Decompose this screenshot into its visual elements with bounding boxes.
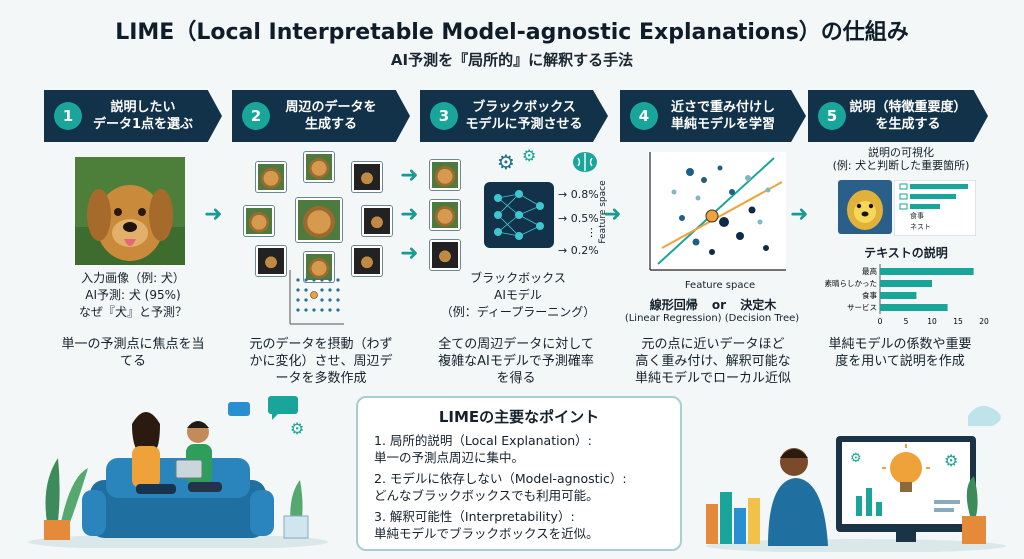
x-tick-label: 10 xyxy=(927,317,937,326)
flow-arrow-icon: ➜ xyxy=(400,241,419,266)
model-english-names: (Linear Regression) (Decision Tree) xyxy=(624,313,800,324)
people-on-couch-illustration: ⚙ xyxy=(28,396,328,548)
sample-scatter-icon xyxy=(289,270,344,325)
feature-importance-bar xyxy=(880,268,974,275)
step-3-number: 3 xyxy=(430,102,458,130)
step-4-banner: 4 近さで重み付けし 単純モデルを学習 xyxy=(620,90,806,142)
key-point-item: 1. 局所的説明（Local Explanation）: 単一の予測点周辺に集中… xyxy=(374,433,592,465)
sample-thumbnail xyxy=(304,152,334,182)
step-2-banner: 2 周辺のデータを 生成する xyxy=(232,90,410,142)
step-4-description: 元の点に近いデータほど 高く重み付け、解釈可能な 単純モデルでローカル近似 xyxy=(634,337,791,386)
highlighted-dog-image xyxy=(838,180,892,234)
key-point-item: 3. 解釈可能性（Interpretability）: 単純モデルでブラックボッ… xyxy=(374,509,599,541)
model-linear: 線形回帰 xyxy=(649,298,698,312)
feature-importance-bar xyxy=(880,280,932,287)
x-tick-label: 5 xyxy=(904,317,909,326)
x-tick-label: 15 xyxy=(953,317,963,326)
step-2-label: 周辺のデータを 生成する xyxy=(285,100,377,132)
key-points-title: LIMEの主要なポイント xyxy=(438,408,600,426)
feature-importance-bar xyxy=(880,292,917,299)
feature-highlight-panel xyxy=(894,180,976,236)
bar-category-label: 最高 xyxy=(862,266,877,276)
simple-model-options: 線形回帰 or 決定木 xyxy=(620,296,806,313)
viz-item-label: 食事 xyxy=(910,212,924,220)
step-3-description: 全ての周辺データに対して 複雑なAIモデルで予測確率 を得る xyxy=(438,337,594,386)
model-or: or xyxy=(711,298,727,312)
key-points-box: LIMEの主要なポイント 1. 局所的説明（Local Explanation）… xyxy=(356,396,682,551)
model-tree: 決定木 xyxy=(740,298,777,312)
step-3-label: ブラックボックス モデルに予測させる xyxy=(465,100,583,132)
svg-text:⚙: ⚙ xyxy=(290,419,304,438)
probability-output: → 0.8% xyxy=(558,188,599,201)
flow-arrow-icon: ➜ xyxy=(400,202,419,227)
flow-arrow-icon: ➜ xyxy=(400,163,419,188)
flow-arrow-icon: ➜ xyxy=(790,202,809,227)
step-1-description: 単一の予測点に焦点を当 てる xyxy=(61,337,205,369)
sample-thumbnail xyxy=(256,246,286,276)
viz-item-label: ネスト xyxy=(910,223,931,231)
step-1-banner: 1 説明したい データ1点を選ぶ xyxy=(44,90,222,142)
x-tick-label: 0 xyxy=(878,317,883,326)
bar-category-label: 素晴らしかった xyxy=(825,278,878,288)
step-3-banner: 3 ブラックボックス モデルに予測させる xyxy=(420,90,608,142)
sample-thumbnail xyxy=(430,160,460,190)
feature-importance-bar xyxy=(880,304,948,311)
x-tick-label: 20 xyxy=(979,317,989,326)
sample-thumbnail xyxy=(362,206,392,236)
gear-icon: ⚙ xyxy=(497,150,515,174)
page-subtitle: AI予測を『局所的』に解釈する手法 xyxy=(390,51,634,69)
step-2-number: 2 xyxy=(242,102,270,130)
probability-output: → 0.2% xyxy=(558,244,599,257)
step-4-label: 近さで重み付けし 単純モデルを学習 xyxy=(670,100,775,132)
step-2-description: 元のデータを摂動（わず かに変化）させ、周辺デ ータを多数作成 xyxy=(249,337,393,386)
step-5-label: 説明（特徴重要度） を生成する xyxy=(849,100,967,132)
sample-thumbnail xyxy=(430,200,460,230)
local-approximation-plot xyxy=(648,152,786,271)
step-1-number: 1 xyxy=(54,102,82,130)
gear-icon: ⚙ xyxy=(522,146,537,165)
input-caption: 入力画像（例: 犬） AI予測: 犬 (95%) なぜ『犬』と予測？ xyxy=(78,271,187,319)
sample-thumbnail xyxy=(430,240,460,270)
x-axis-label: Feature space xyxy=(684,280,756,291)
sample-thumbnail xyxy=(244,206,274,236)
svg-text:⚙: ⚙ xyxy=(944,451,958,470)
blackbox-caption: ブラックボックス AIモデル （例：ディープラーニング） xyxy=(440,271,596,319)
svg-text:⚙: ⚙ xyxy=(850,451,862,466)
page-title: LIME（Local Interpretable Model-agnostic … xyxy=(115,20,909,45)
step-5-banner: 5 説明（特徴重要度） を生成する xyxy=(808,90,988,142)
bar-category-label: 食事 xyxy=(862,290,877,300)
flow-arrow-icon: ➜ xyxy=(603,202,622,227)
sample-thumbnail xyxy=(352,162,382,192)
visualization-title: 説明の可視化 (例: 犬と判断した重要箇所) xyxy=(832,146,970,172)
step-4-number: 4 xyxy=(630,102,658,130)
step-1-label: 説明したい データ1点を選ぶ xyxy=(92,100,194,132)
step-5-description: 単純モデルの係数や重要 度を用いて説明を作成 xyxy=(828,337,972,369)
flow-arrow-icon: ➜ xyxy=(204,202,223,227)
y-axis-label: Feature space xyxy=(598,180,608,244)
person-at-monitor-illustration: ⚙ ⚙ xyxy=(706,405,1006,552)
text-explanation-title: テキストの説明 xyxy=(864,246,948,260)
brain-icon xyxy=(573,152,597,172)
original-sample-thumbnail xyxy=(296,198,342,242)
bar-category-label: サービス xyxy=(847,303,877,312)
key-point-item: 2. モデルに依存しない（Model-agnostic）: どんなブラックボック… xyxy=(374,471,627,503)
neural-network-icon xyxy=(484,182,554,248)
step-5-number: 5 xyxy=(818,102,846,130)
sample-thumbnail xyxy=(352,246,382,276)
input-dog-image xyxy=(75,157,185,265)
sample-thumbnail xyxy=(304,252,334,282)
probability-output: → 0.5% xyxy=(558,212,599,225)
sample-thumbnail xyxy=(256,162,286,192)
perturbed-samples xyxy=(240,148,400,282)
probability-ellipsis: ⋮ xyxy=(586,226,597,239)
